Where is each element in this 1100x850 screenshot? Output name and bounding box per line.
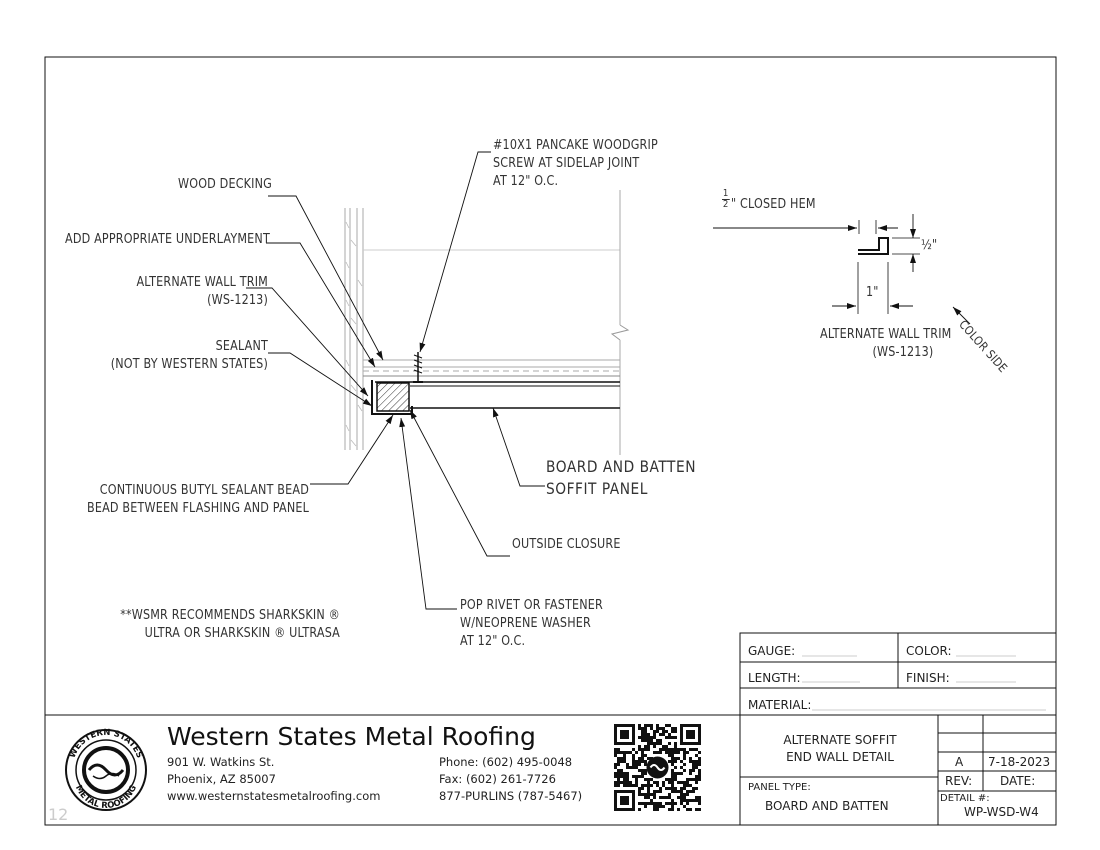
wood-decking-callout: WOOD DECKING [178,177,273,192]
company-name: Western States Metal Roofing [167,722,536,751]
page-number: 12 [48,805,69,824]
sealant-callout: SEALANT(NOT BY WESTERN STATES) [110,339,269,372]
wall-trim-callout: ALTERNATE WALL TRIM(WS-1213) [136,275,268,308]
date-value: 7-18-2023 [988,755,1051,769]
rev-label: REV: [945,774,973,788]
detail-number: WP-WSD-W4 [964,805,1039,819]
trim-profile [858,237,889,255]
company-website[interactable]: www.westernstatesmetalroofing.com [167,789,381,803]
sheet-border [44,56,1057,826]
color-label: COLOR: [906,644,952,658]
company-address: 901 W. Watkins St.Phoenix, AZ 85007 www.… [167,755,381,803]
leader-lines [246,151,545,610]
panel-type-value: BOARD AND BATTEN [765,799,889,813]
company-logo: WESTERN STATES METAL ROOFING [65,728,147,811]
recommendation-note: **WSMR RECOMMENDS SHARKSKIN ®ULTRA OR SH… [120,608,340,641]
hem-label: " CLOSED HEM [731,197,816,212]
qr-code [614,724,701,811]
one-dimension: 1" [866,285,879,300]
material-label: MATERIAL: [748,698,812,712]
title-block-frame [739,632,1057,826]
wall-section [344,190,630,455]
detail-number-label: DETAIL #: [940,793,990,804]
closure-callout: OUTSIDE CLOSURE [512,537,621,552]
length-label: LENGTH: [748,671,801,685]
outside-closure [376,382,410,412]
underlayment-callout: ADD APPROPRIATE UNDERLAYMENT [65,232,270,247]
finish-label: FINISH: [906,671,950,685]
date-label: DATE: [1000,774,1036,788]
screw-icon [413,352,423,383]
trim-detail [713,214,971,325]
panel-type-label: PANEL TYPE: [748,782,811,793]
hem-fraction: 1 2 [722,188,730,210]
rev-value: A [955,755,964,769]
gauge-label: GAUGE: [748,644,796,658]
trim-detail-name: ALTERNATE WALL TRIM(WS-1213) [820,327,952,360]
half-dimension: ½" [921,238,938,253]
